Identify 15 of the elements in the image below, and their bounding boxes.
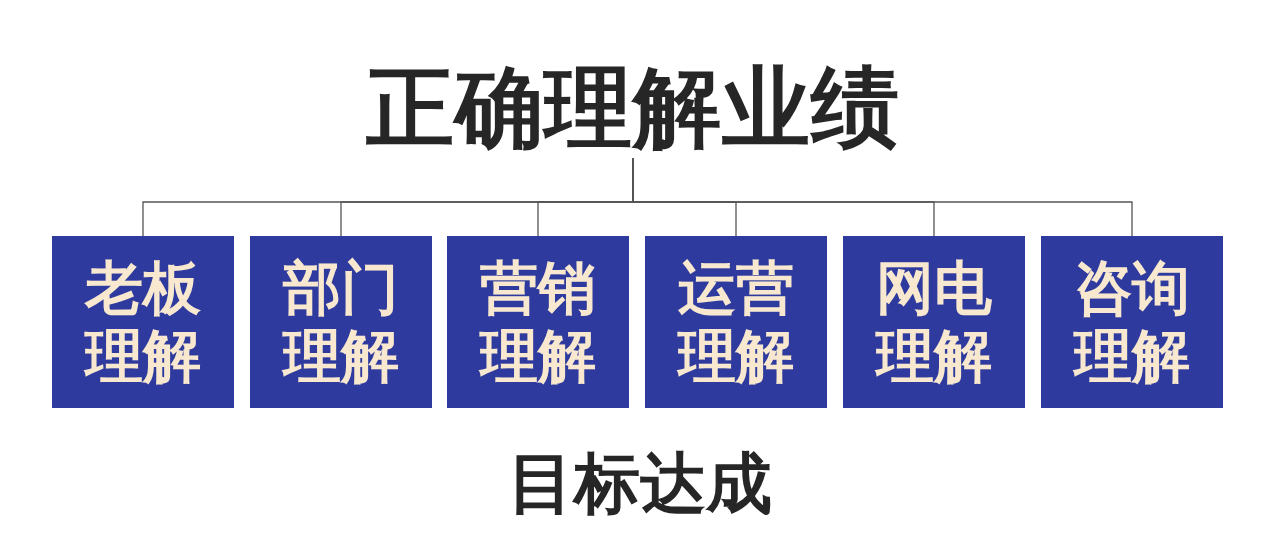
connector-line [632,157,1133,237]
process-box [250,236,432,408]
process-box [645,236,827,408]
box-label: 营销理解 [480,254,596,390]
box-label: 部门理解 [283,254,399,390]
process-box [843,236,1025,408]
process-box [1041,236,1223,408]
process-box [52,236,234,408]
box-label: 老板理解 [85,254,201,390]
box-label: 运营理解 [678,254,794,390]
heading-text: 正确理解业绩 [366,58,900,158]
box-label: 咨询理解 [1074,254,1190,390]
box-label: 网电理解 [876,254,992,390]
result-text: 目标达成 [508,446,772,522]
process-box [447,236,629,408]
